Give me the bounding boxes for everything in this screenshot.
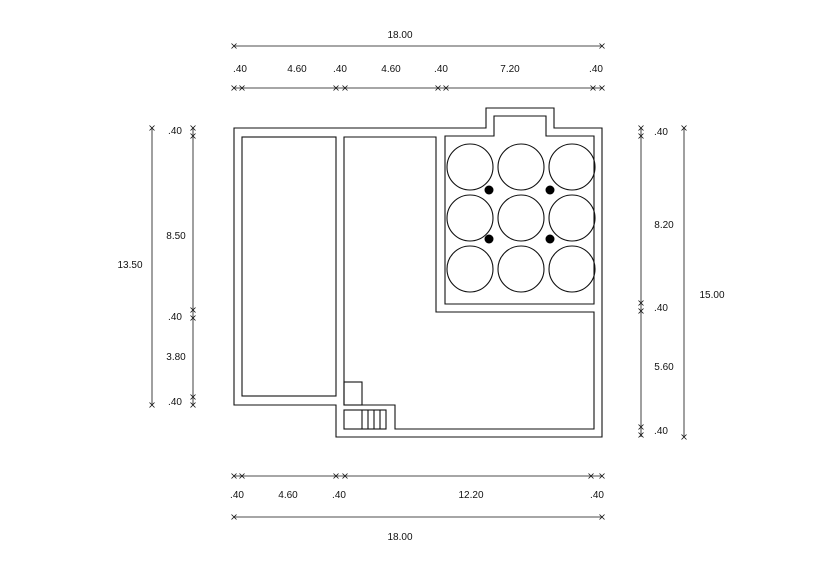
main-room: [343, 136, 595, 430]
tank-circle: [548, 143, 596, 191]
bottom-overall-label: 18.00: [387, 532, 412, 543]
tank-circle: [446, 245, 494, 293]
right-seg-2: 8.20: [654, 220, 674, 231]
left-overall-label: 13.50: [117, 260, 142, 271]
bottom-dimension-chain: .40 4.60 .40 12.20 .40 18.00: [230, 473, 605, 543]
tank-circle: [497, 143, 545, 191]
top-ticks: [231, 43, 605, 91]
column-dot: [545, 185, 555, 195]
building-walls: [233, 107, 603, 438]
right-seg-1: .40: [654, 127, 668, 138]
left-seg-2: 8.50: [166, 231, 186, 242]
right-seg-5: .40: [654, 426, 668, 437]
tank-circle: [446, 194, 494, 242]
left-room: [241, 136, 337, 397]
left-seg-5: .40: [168, 397, 182, 408]
column-dots: [484, 185, 555, 244]
small-box: [343, 381, 363, 406]
left-seg-3: .40: [168, 312, 182, 323]
tank-circle: [497, 194, 545, 242]
outer-wall: [233, 107, 603, 438]
left-ticks: [149, 125, 196, 408]
top-seg-3: .40: [333, 64, 347, 75]
right-seg-4: 5.60: [654, 362, 674, 373]
left-dimension-chain: 13.50 .40 8.50 .40 3.80 .40: [117, 125, 196, 408]
column-dot: [545, 234, 555, 244]
bottom-seg-3: .40: [332, 490, 346, 501]
bottom-ticks: [231, 473, 605, 520]
tank-circle: [497, 245, 545, 293]
tank-room: [444, 115, 595, 305]
tank-circle: [548, 194, 596, 242]
stairs: [343, 409, 387, 430]
top-seg-5: .40: [434, 64, 448, 75]
top-overall-label: 18.00: [387, 30, 412, 41]
right-ticks: [638, 125, 687, 440]
right-overall-label: 15.00: [699, 290, 724, 301]
bottom-seg-4: 12.20: [458, 490, 483, 501]
right-seg-3: .40: [654, 303, 668, 314]
tank-circle: [446, 143, 494, 191]
top-seg-6: 7.20: [500, 64, 520, 75]
top-seg-2: 4.60: [287, 64, 307, 75]
column-dot: [484, 185, 494, 195]
top-seg-1: .40: [233, 64, 247, 75]
column-dot: [484, 234, 494, 244]
top-seg-4: 4.60: [381, 64, 401, 75]
bottom-seg-2: 4.60: [278, 490, 298, 501]
right-dimension-chain: .40 8.20 .40 5.60 .40 15.00: [638, 125, 725, 440]
top-dimension-chain: 18.00 .40 4.60 .40 4.60 .40 7.20 .40: [231, 30, 605, 91]
left-seg-4: 3.80: [166, 352, 186, 363]
bottom-seg-1: .40: [230, 490, 244, 501]
bottom-seg-5: .40: [590, 490, 604, 501]
tank-circle: [548, 245, 596, 293]
tank-grid: [446, 143, 596, 293]
left-seg-1: .40: [168, 126, 182, 137]
top-seg-7: .40: [589, 64, 603, 75]
